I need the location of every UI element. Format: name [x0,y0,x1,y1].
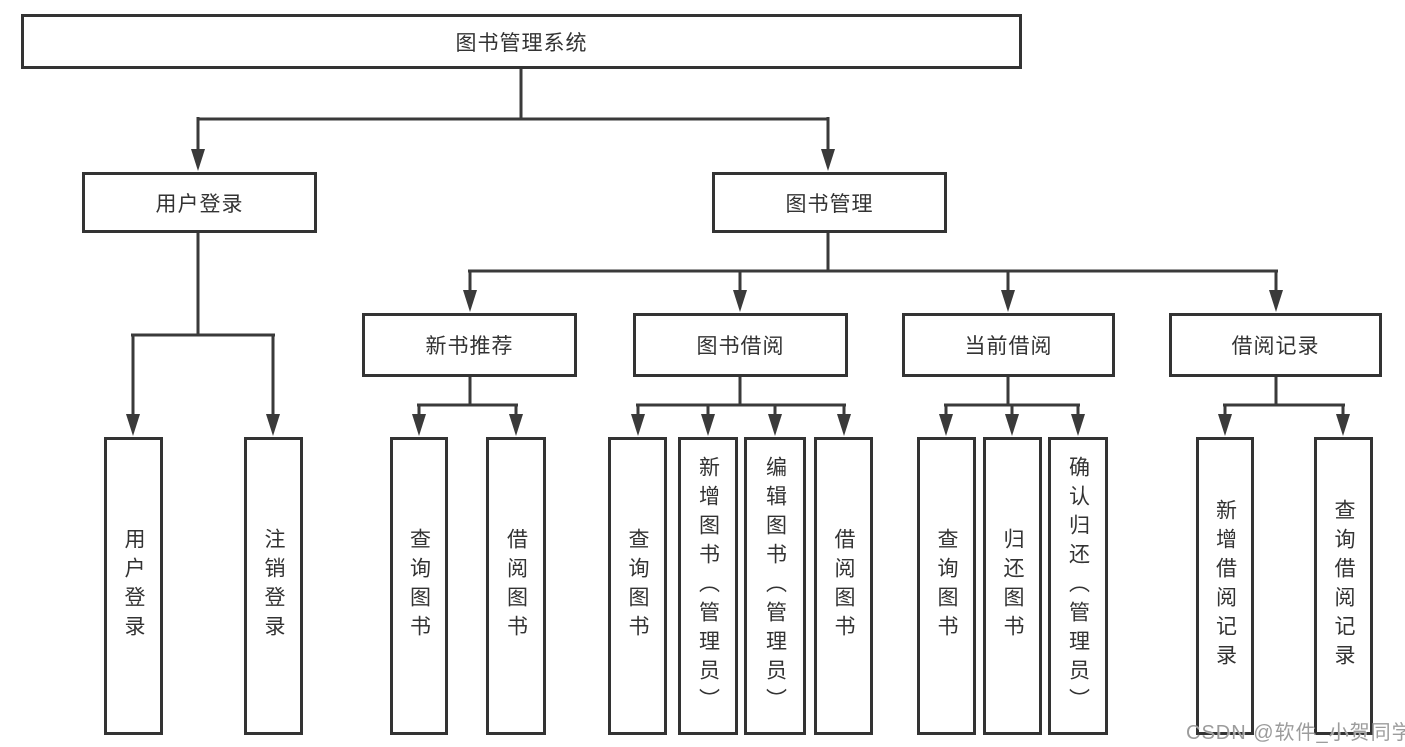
leaf-return-books: 归还图书 [983,437,1042,735]
node-current-borrow: 当前借阅 [902,313,1115,377]
watermark-text: CSDN @软件_小贺同学 [1186,722,1405,744]
leaf-query-books-borrow: 查询图书 [608,437,667,735]
node-borrow-records: 借阅记录 [1169,313,1382,377]
connector-user-login-to-leaves [126,233,280,436]
leaf-borrow-books-recommend: 借阅图书 [486,437,546,735]
leaf-confirm-return-admin: 确认归还（管理员） [1048,437,1108,735]
node-book-borrow: 图书借阅 [633,313,848,377]
connector-borrow-records-to-leaves [1218,377,1350,436]
connector-current-borrow-to-leaves [939,377,1085,436]
connector-book-management-to-level3 [463,233,1283,312]
leaf-borrow-books: 借阅图书 [814,437,873,735]
connector-new-book-recommend-to-leaves [412,377,523,436]
node-book-management: 图书管理 [712,172,947,233]
leaf-edit-book-admin: 编辑图书（管理员） [744,437,806,735]
leaf-query-borrow-record: 查询借阅记录 [1314,437,1373,735]
node-user-login: 用户登录 [82,172,317,233]
leaf-query-books-current: 查询图书 [917,437,976,735]
node-library-management-system: 图书管理系统 [21,14,1022,69]
leaf-logout: 注销登录 [244,437,303,735]
leaf-add-borrow-record: 新增借阅记录 [1196,437,1254,735]
leaf-user-login: 用户登录 [104,437,163,735]
leaf-add-book-admin: 新增图书（管理员） [678,437,738,735]
node-new-book-recommend: 新书推荐 [362,313,577,377]
connector-root-to-level2 [191,68,835,171]
leaf-query-books-recommend: 查询图书 [390,437,448,735]
connector-book-borrow-to-leaves [631,377,851,436]
